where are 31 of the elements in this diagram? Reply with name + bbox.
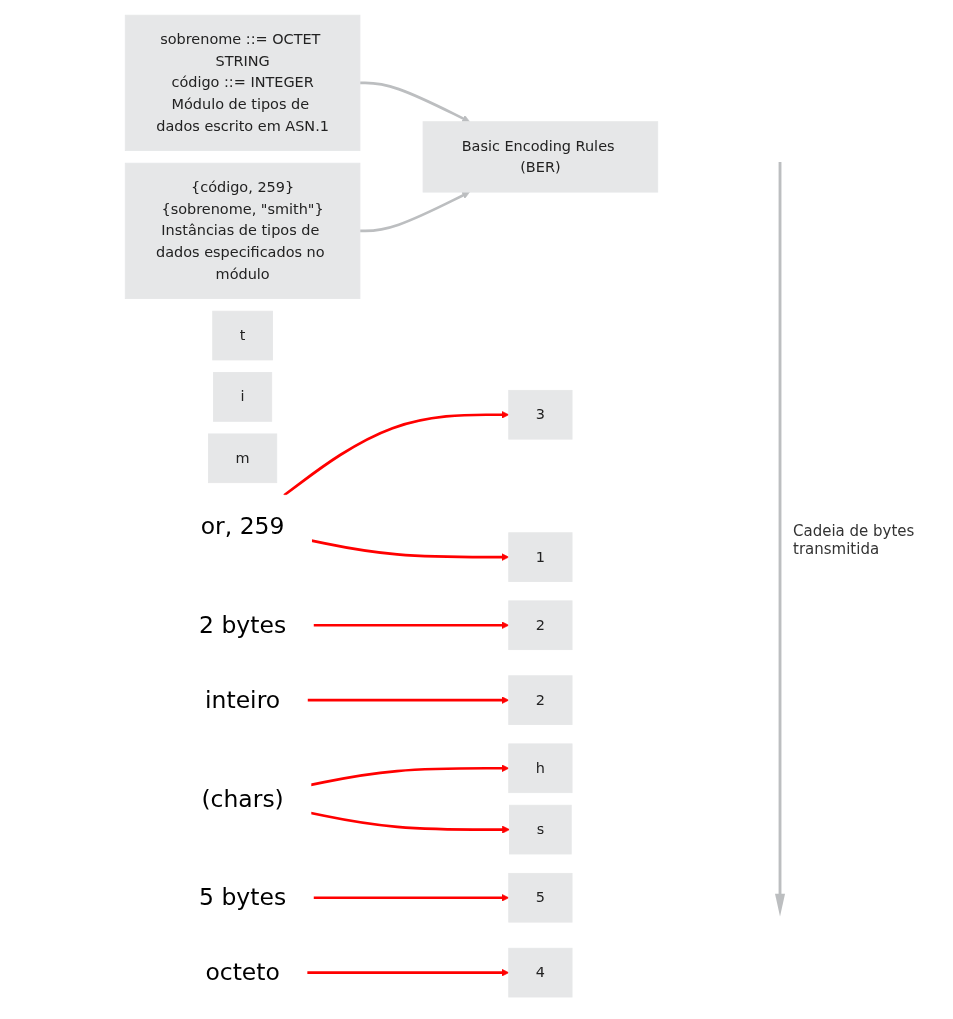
node-box: 4	[508, 947, 573, 998]
node-box: 2	[508, 675, 573, 725]
node-box: i	[213, 372, 273, 422]
arrow	[306, 968, 510, 977]
node-box: 5	[508, 872, 573, 923]
arrow	[310, 764, 510, 787]
node-box: 2	[508, 600, 573, 651]
arrow	[359, 81, 470, 123]
node-box: h	[508, 743, 573, 794]
node-box: sobrenome ::= OCTET STRING código ::= INTEGER Módulo de tipos de dados escrito em ASN.1	[124, 14, 361, 152]
arrow	[307, 696, 510, 705]
node-box: {código, 259} {sobrenome, "smith"} Instâncias de tipos de dados especificados no módulo	[124, 162, 361, 299]
node-text: 2 bytes	[199, 611, 287, 639]
arrow	[313, 893, 510, 902]
node-text: (chars)	[201, 784, 284, 813]
node-text: inteiro	[205, 686, 281, 714]
node-text: 5 bytes	[199, 883, 287, 911]
arrow	[310, 811, 510, 834]
arrow	[359, 191, 470, 233]
node-box: t	[212, 310, 273, 361]
arrow	[313, 621, 510, 630]
node-text: or, 259	[200, 512, 285, 540]
node-box: s	[509, 804, 572, 855]
node-box: 1	[508, 532, 573, 582]
node-box: 3	[508, 389, 573, 440]
arrow	[311, 539, 510, 562]
arrow	[283, 410, 510, 497]
node-box: m	[208, 433, 278, 484]
node-text: octeto	[205, 958, 280, 986]
node-box: Basic Encoding Rules (BER)	[422, 121, 659, 193]
stream-label: Cadeia de bytes transmitida	[793, 521, 916, 558]
